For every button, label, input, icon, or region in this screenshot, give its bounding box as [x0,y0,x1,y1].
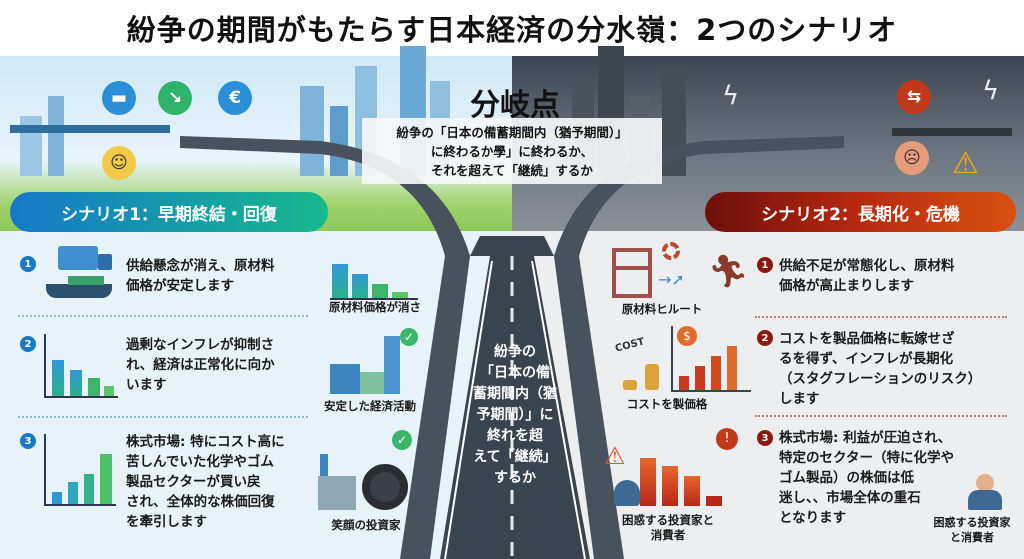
stable-economy-icon: ✓ [320,328,420,394]
fork-description: 紛争の「日本の備蓄期間内（猶予期間）」 に終わるか學」に終わるか、 それを超えて… [362,118,662,184]
caption-line: 困惑する投資家と [622,513,714,527]
road-text-line: するか [494,470,536,486]
item-caption: 原材料ヒルート [621,302,703,316]
item-text: 株式市場: 特にコスト高に [126,434,285,450]
item-text: 供給懸念が消え、原材料 [126,258,275,274]
step-number: 3 [20,433,36,449]
falling-stock-chart-icon: ⚠ ! [604,428,744,508]
fork-line: 紛争の「日本の備蓄期間内（猶予期間）」 [396,125,628,140]
caption-line: 困惑する投資家 [933,516,1011,529]
rising-bar-chart-icon [44,434,116,506]
item-text: となります [779,510,847,526]
item-text: るを得ず、インフレが長期化 [779,351,954,367]
item-text: れ、経済は正常化に向か [126,357,275,373]
step-number: 3 [757,430,773,446]
item-caption: 安定した経済活動 [324,399,416,413]
step-number: 2 [757,330,773,346]
road-text-line: 「日本の備 [480,365,550,381]
scenario2-banner: シナリオ2：長期化・危機 [705,192,1016,232]
fork-line: それを超えて「継続」するか [431,163,593,178]
falling-bar-chart-icon [44,334,118,398]
forked-road [180,136,844,559]
item-text: 供給不足が常態化し、原材料 [779,258,955,274]
item-text: 苦しんでいた化学やゴム [126,454,274,470]
supply-shortage-icon: →➚ 🏃︎ [612,242,749,304]
lightning-icon: ϟ [722,81,740,111]
item-text: コストを製品価格に転嫁せざ [779,331,955,347]
rising-cost-chart-icon: COST $ [605,326,753,392]
item-text: 製品セクターが買い戻 [126,474,261,490]
euro-icon: € [218,81,252,115]
worried-investor-icon [968,474,1002,510]
road-text-line: 蓄期間内（猶 [473,386,557,402]
item-text: ゴム製品）の株価は低 [779,470,914,486]
step-number: 1 [757,257,773,273]
falling-price-chart-icon [330,240,420,300]
truck-ship-icon [46,244,114,304]
road-text: 紛争の 「日本の備 蓄期間内（猶 予期間）」に 終れを超 えて「継続」 するか [462,342,568,489]
factory-tire-icon: ✓ [312,430,416,512]
road-text-line: えて「継続」 [473,449,557,465]
smiling-person-icon: ☺ [102,146,136,180]
road-center [440,256,590,559]
item-caption: コストを製価格 [626,397,708,411]
item-text: します [779,391,820,407]
down-trend-icon: ↘ [158,81,192,115]
item-text: され、全体的な株価回復 [126,494,275,510]
item-text: 価格が高止まりします [779,278,914,294]
scenario1-banner: シナリオ1：早期終結・回復 [10,192,328,232]
cost-label: COST [614,336,646,355]
item-caption: 困惑する投資家と 消費者 [612,513,724,543]
step-number: 2 [20,336,36,352]
item-caption: 困惑する投資家 と消費者 [920,515,1024,545]
lightning-icon: ϟ [982,76,1000,106]
item-caption: 笑顔の投資家 [331,518,401,532]
item-text: を牽引します [126,514,207,530]
road-text-line: 終れを超 [487,428,543,444]
alert-arrows-icon: ⇆ [897,80,931,114]
item-text: 迷し、、市場全体の重石 [779,490,921,506]
item-text: （スタグフレーションのリスク） [779,371,982,387]
fork-heading: 分岐点 [470,88,560,123]
truck-icon: ▬ [102,81,136,115]
caption-line: 消費者 [650,528,686,542]
caption-line: と消費者 [950,531,994,544]
warning-icon: ⚠ [952,146,979,181]
step-number: 1 [20,256,36,272]
road-text-line: 紛争の [494,344,536,360]
item-text: 価格が安定します [126,278,234,294]
road-text-line: 予期間）」に [476,407,554,423]
worried-person-icon: ☹ [895,141,929,175]
item-text: 過剰なインフレが抑制さ [126,337,275,353]
item-caption: 原材料価格が消さ [329,300,421,314]
page-title: 紛争の期間がもたらす日本経済の分水嶺：2つのシナリオ [0,0,1024,56]
item-text: 株式市場: 利益が圧迫され、 [779,430,952,446]
item-text: います [126,377,167,393]
warning-icon: ⚠ [604,442,626,470]
item-text: 特定のセクター（特に化学や [779,450,954,466]
fork-line: に終わるか學」に終わるか、 [430,144,594,159]
